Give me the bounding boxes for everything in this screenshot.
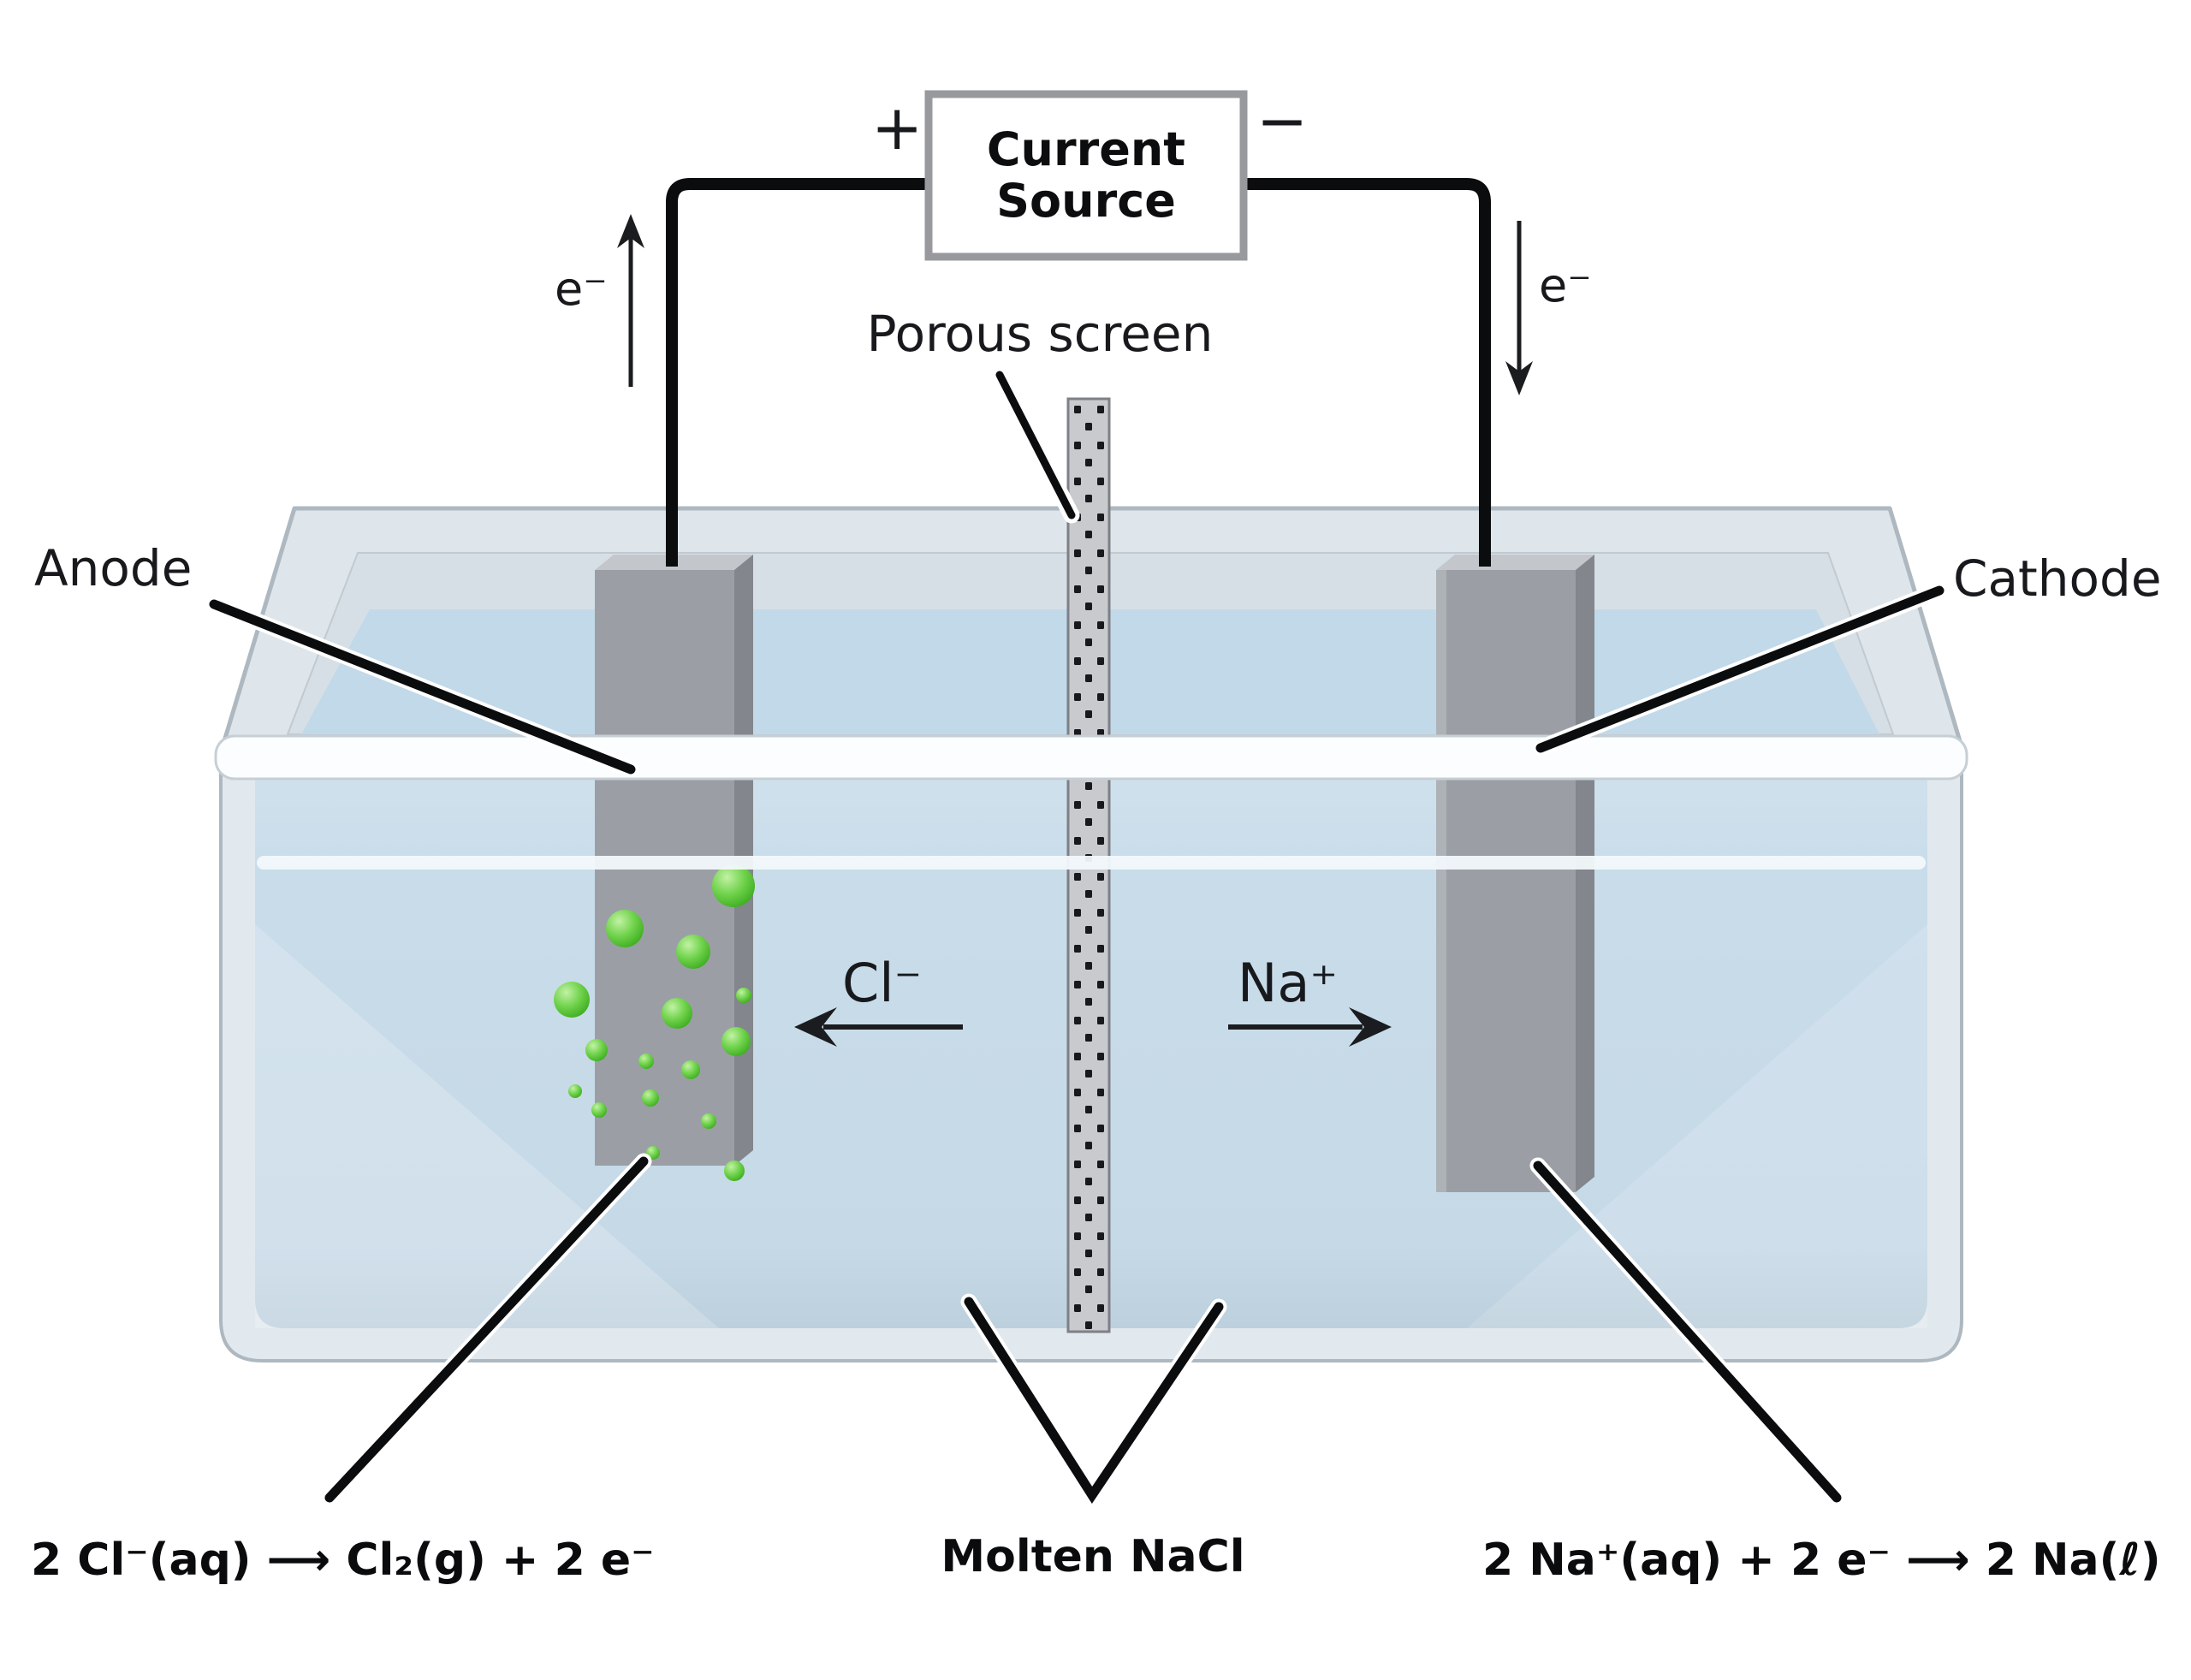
molten-nacl-label: Molten NaCl	[941, 1531, 1245, 1582]
electron-label-right: e⁻	[1539, 258, 1592, 312]
anode-pointer-line	[209, 599, 636, 775]
anode-label: Anode	[34, 539, 193, 597]
porous-screen-pointer-line	[995, 371, 1076, 519]
cathode-pointer-line	[1535, 585, 1945, 753]
electron-arrow-left	[617, 214, 644, 387]
sodium-ion-label: Na⁺	[1238, 952, 1339, 1014]
cathode-electrode	[1436, 555, 1594, 1192]
porous-screen-label: Porous screen	[866, 305, 1214, 363]
electron-label-left: e⁻	[555, 262, 608, 316]
electron-arrow-right	[1505, 221, 1533, 395]
cathode-label: Cathode	[1953, 549, 2162, 608]
circuit-wires	[666, 178, 1491, 567]
tank-rim	[214, 734, 1968, 781]
anode-half-reaction: 2 Cl⁻(aq) ⟶ Cl₂(g) + 2 e⁻	[31, 1535, 655, 1586]
negative-terminal-sign: −	[1256, 85, 1309, 157]
cathode-reaction-pointer-line	[1533, 1161, 1842, 1503]
anode-reaction-pointer-line	[324, 1156, 649, 1503]
chloride-ion-label: Cl⁻	[842, 952, 923, 1014]
molten-nacl-pointer-lines	[964, 1297, 1224, 1505]
cathode-half-reaction: 2 Na⁺(aq) + 2 e⁻ ⟶ 2 Na(ℓ)	[1482, 1535, 2161, 1586]
current-source-label: Current Source	[986, 122, 1186, 228]
wire-right	[1242, 178, 1491, 567]
liquid-surface-line	[257, 856, 1926, 870]
sodium-arrow	[1228, 1007, 1392, 1047]
current-source-box	[924, 90, 1248, 261]
chloride-arrow	[794, 1007, 963, 1047]
chlorine-gas-bubbles	[554, 864, 755, 1181]
pointer-lines	[209, 371, 1945, 1505]
wire-left	[666, 178, 930, 567]
positive-terminal-sign: +	[871, 92, 923, 163]
